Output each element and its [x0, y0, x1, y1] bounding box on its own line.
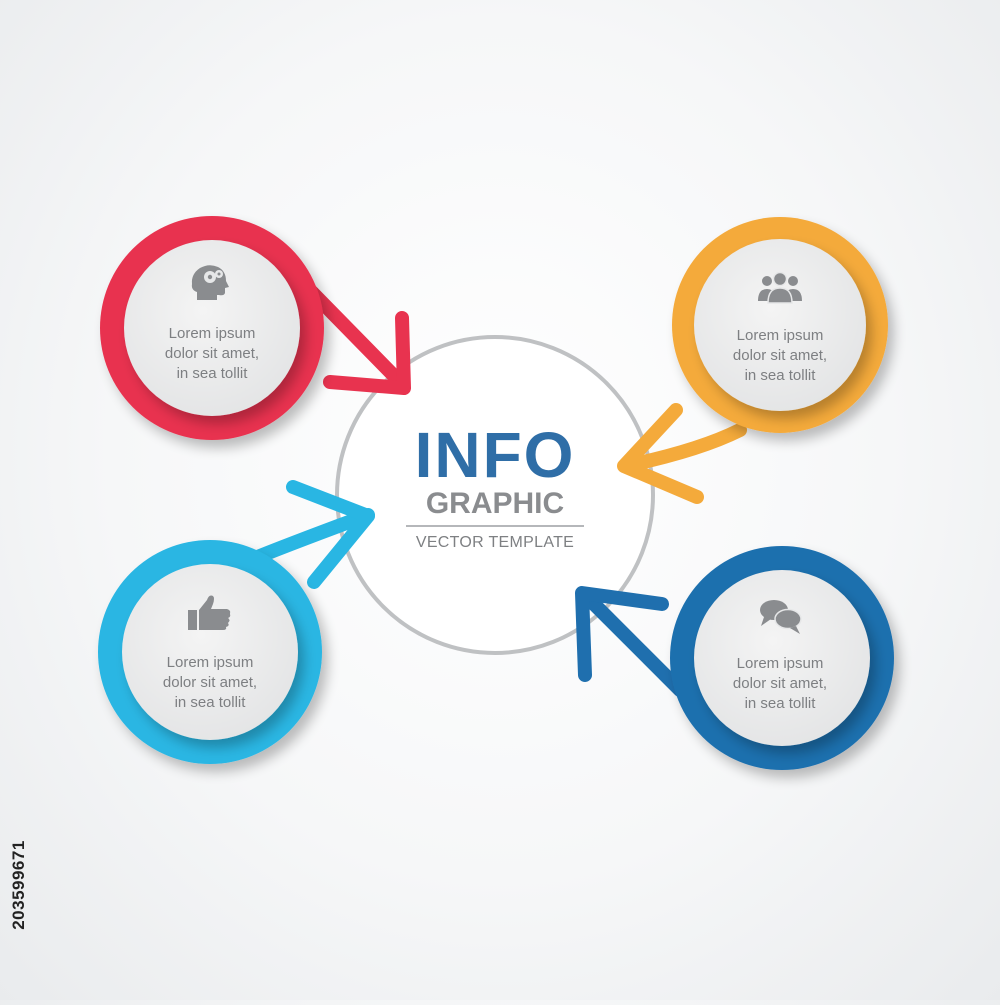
node-red: [100, 216, 411, 440]
title-tagline: VECTOR TEMPLATE: [415, 534, 575, 551]
light-blue-node-line-1: Lorem ipsum: [166, 654, 254, 671]
thumbs-up-icon: [188, 595, 231, 630]
dark-blue-node-text: Lorem ipsum dolor sit amet, in sea tolli…: [700, 654, 860, 714]
people-group-icon: [758, 271, 802, 304]
orange-node-line-1: Lorem ipsum: [736, 327, 824, 344]
dark-blue-node-line-3: in sea tollit: [744, 695, 816, 712]
dark-blue-node-line-1: Lorem ipsum: [736, 655, 824, 672]
red-inner-disc: [124, 240, 300, 416]
orange-node-line-2: dolor sit amet,: [732, 347, 828, 364]
light-blue-node-text: Lorem ipsum dolor sit amet, in sea tolli…: [130, 653, 290, 713]
orange-node-text: Lorem ipsum dolor sit amet, in sea tolli…: [700, 326, 860, 386]
dark-blue-inner-disc: [694, 570, 870, 746]
dark-blue-arrow-shaft: [581, 591, 687, 697]
light-blue-node-line-2: dolor sit amet,: [162, 674, 258, 691]
stock-id-label: 203599671: [4, 770, 34, 1000]
light-blue-arrowhead: [286, 480, 375, 589]
stock-id-text: 203599671: [9, 840, 28, 930]
head-gears-icon: [191, 265, 229, 300]
center-ring: [335, 335, 655, 655]
light-blue-node-line-3: in sea tollit: [174, 694, 246, 711]
center-title-block: INFO GRAPHIC VECTOR TEMPLATE: [395, 419, 595, 553]
light-blue-inner-disc: [122, 564, 298, 740]
title-divider: [406, 525, 584, 527]
red-node-line-3: in sea tollit: [176, 365, 248, 382]
speech-bubbles-icon: [760, 600, 802, 634]
red-node-line-1: Lorem ipsum: [168, 325, 256, 342]
orange-arrow-shaft: [623, 423, 747, 472]
orange-arrowhead: [617, 403, 704, 504]
dark-blue-arrowhead: [575, 586, 669, 682]
node-light-blue: [98, 480, 375, 764]
node-orange: [617, 217, 888, 504]
orange-inner-disc: [694, 239, 866, 411]
dark-blue-node-line-2: dolor sit amet,: [732, 675, 828, 692]
red-node-text: Lorem ipsum dolor sit amet, in sea tolli…: [132, 324, 292, 384]
red-arrowhead: [323, 311, 411, 395]
node-dark-blue: [575, 546, 894, 770]
red-node-line-2: dolor sit amet,: [164, 345, 260, 362]
title-sub: GRAPHIC: [425, 487, 565, 520]
title-main: INFO: [414, 419, 576, 491]
orange-node-line-3: in sea tollit: [744, 367, 816, 384]
